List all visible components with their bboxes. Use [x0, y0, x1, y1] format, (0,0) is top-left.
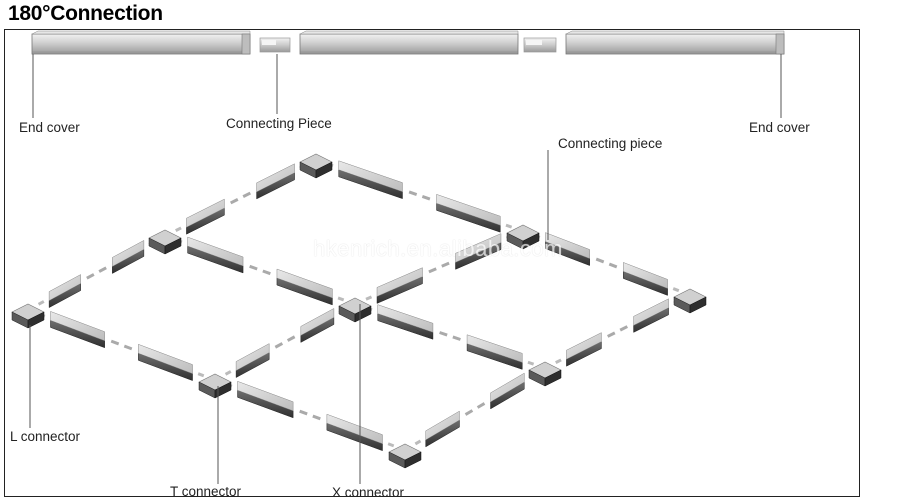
label-end-cover-right: End cover — [749, 120, 810, 135]
label-l-connector: L connector — [10, 429, 81, 444]
l-connector-C — [673, 288, 707, 314]
straight-rail-middle — [299, 30, 519, 55]
l-connector-I — [388, 443, 422, 469]
grid-rail-EF — [365, 304, 535, 370]
diagram-frame — [4, 29, 860, 497]
label-connecting-piece-grid: Connecting piece — [558, 136, 663, 151]
t-connector-D — [148, 229, 182, 255]
grid-rail-AD — [175, 163, 306, 235]
straight-rail-left — [31, 30, 251, 55]
grid-rail-EH — [224, 308, 346, 378]
grid-connecting-piece — [86, 266, 107, 280]
grid-rail-DE — [175, 236, 345, 306]
grid-connecting-piece — [439, 331, 461, 341]
grid-rail-HI — [225, 380, 395, 452]
straight-rail-right — [565, 30, 785, 55]
label-x-connector: X connector — [332, 485, 405, 500]
watermark: hkenrich.en.alibaba.com — [313, 236, 563, 261]
grid-connecting-piece — [607, 325, 628, 338]
label-connecting-piece-top: Connecting Piece — [226, 116, 332, 131]
grid-connecting-piece — [408, 190, 431, 201]
connecting-piece-top-2 — [523, 37, 557, 53]
x-connector-E — [338, 297, 372, 323]
top-track-row — [31, 30, 785, 55]
grid-connecting-piece — [428, 261, 450, 274]
t-connector-F — [528, 361, 562, 387]
grid-rail-CF — [555, 298, 680, 367]
t-connector-B — [506, 224, 540, 250]
l-connector-G — [11, 303, 45, 329]
grid-connecting-piece — [229, 191, 252, 205]
grid-rail-GH — [38, 311, 205, 381]
grid-rail-AB — [326, 160, 513, 233]
connecting-piece-top-1 — [259, 37, 291, 53]
grid-connecting-piece — [249, 264, 271, 276]
grid-rail-FI — [414, 372, 536, 448]
top-leader-lines — [32, 54, 782, 118]
t-connector-H — [198, 373, 232, 399]
grid-connecting-piece — [274, 335, 296, 349]
page-title: 180°Connection — [8, 2, 163, 25]
grid-connecting-piece — [299, 409, 321, 421]
grid-connecting-piece — [464, 402, 486, 416]
grid-connecting-piece — [595, 257, 618, 269]
label-end-cover-left: End cover — [19, 120, 80, 135]
grid-rail-DG — [37, 239, 156, 309]
grid-rail-BC — [533, 232, 680, 296]
label-t-connector: T connector — [170, 484, 242, 499]
isometric-track-grid — [11, 153, 707, 469]
grid-connecting-piece — [110, 339, 133, 351]
grid-leader-lines — [29, 150, 549, 484]
l-connector-A — [299, 153, 333, 179]
